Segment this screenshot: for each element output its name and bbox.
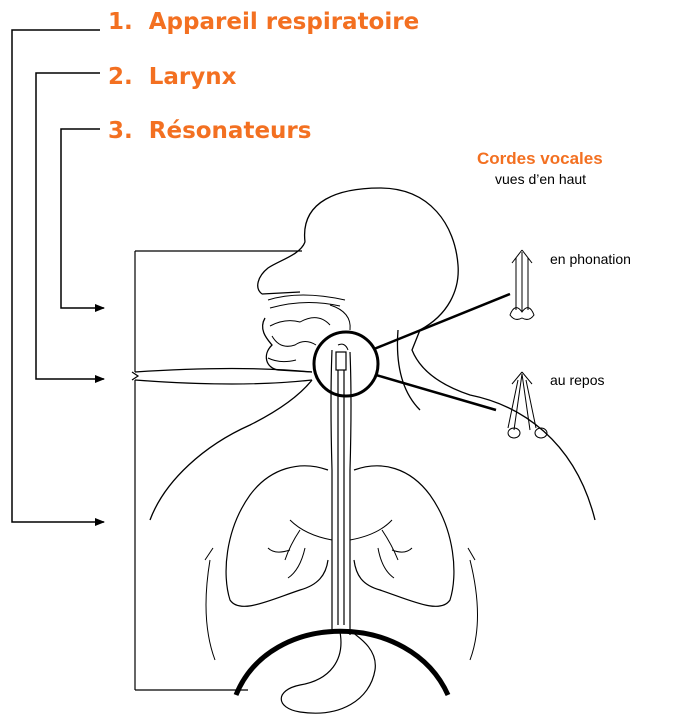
bracket-larynx: [36, 73, 104, 379]
connector-rest: [376, 375, 496, 410]
body-outline: [150, 188, 595, 520]
connector-phonation: [374, 294, 510, 349]
bronchi: [268, 520, 412, 578]
bracket-resonators: [61, 129, 104, 308]
diaphragm: [205, 548, 478, 695]
vocal-cords-rest-icon: [508, 372, 547, 438]
vocal-cords-phonation-icon: [510, 250, 534, 319]
region-boxes: [132, 251, 312, 690]
stomach: [281, 632, 375, 713]
lungs: [226, 466, 454, 606]
bracket-respiratory: [12, 30, 104, 522]
